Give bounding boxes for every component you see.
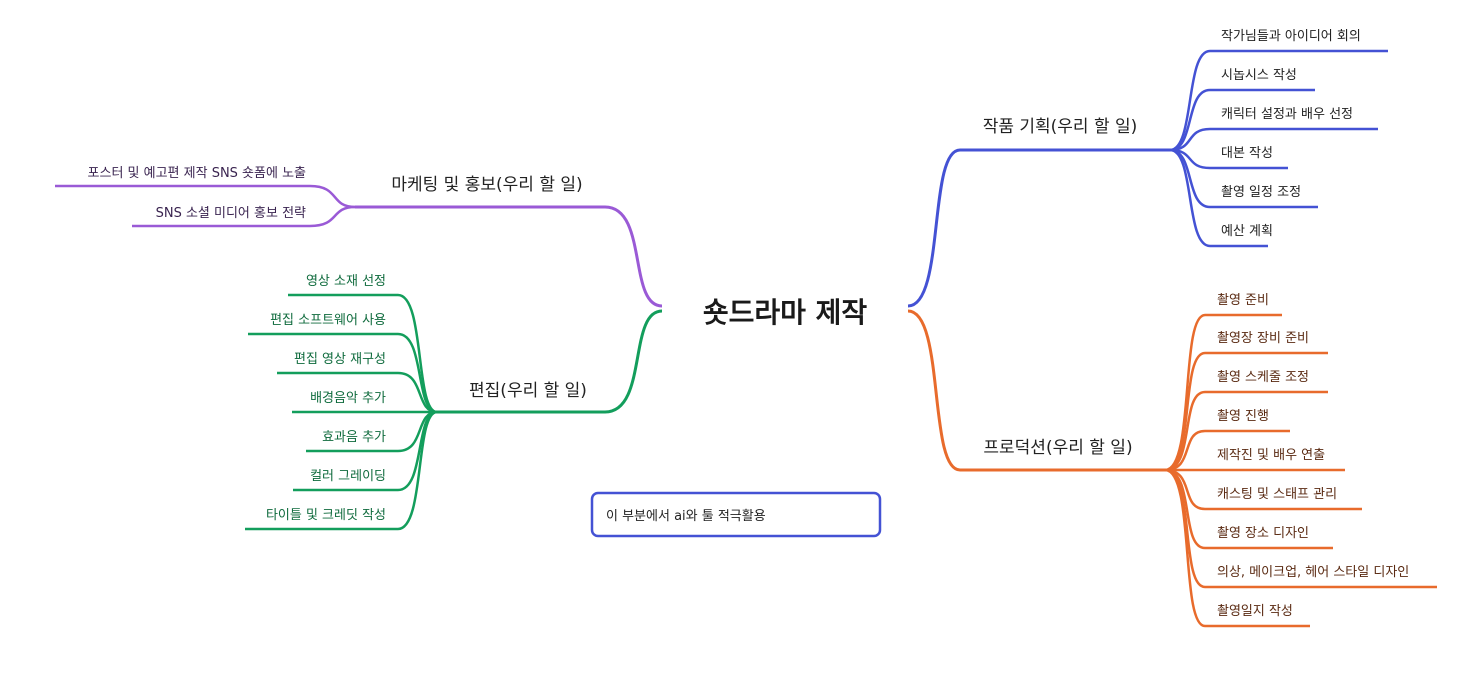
leaf-label[interactable]: 타이틀 및 크레딧 작성 [266, 508, 386, 523]
leaf-connector [1169, 127, 1378, 152]
leaf-label[interactable]: 효과음 추가 [322, 430, 386, 445]
leaf-label[interactable]: 편집 영상 재구성 [294, 352, 386, 367]
leaf-label[interactable]: 촬영 장소 디자인 [1217, 526, 1309, 541]
leaf-connector [1164, 468, 1310, 628]
leaf-label[interactable]: 포스터 및 예고편 제작 SNS 숏폼에 노출 [88, 166, 307, 181]
branch-production: 프로덕션(우리 할 일) 촬영 준비 촬영장 장비 준비 촬영 스케줄 조정 촬… [983, 293, 1437, 628]
leaf-label[interactable]: 캐스팅 및 스태프 관리 [1217, 487, 1337, 502]
production-leaves: 촬영 준비 촬영장 장비 준비 촬영 스케줄 조정 촬영 진행 제작진 및 배우… [1164, 293, 1437, 628]
leaf-label[interactable]: 의상, 메이크업, 헤어 스타일 디자인 [1217, 565, 1409, 580]
leaf-connector [245, 410, 438, 531]
branch-editing: 편집(우리 할 일) 영상 소재 선정 편집 소프트웨어 사용 편집 영상 재구… [245, 274, 587, 531]
leaf-label[interactable]: 편집 소프트웨어 사용 [270, 313, 386, 328]
planning-leaves: 작가님들과 아이디어 회의 시놉시스 작성 캐릭터 설정과 배우 선정 대본 작… [1169, 29, 1388, 248]
leaf-connector [1169, 49, 1388, 152]
leaf-label[interactable]: 캐릭터 설정과 배우 선정 [1221, 107, 1353, 122]
leaf-connector [1164, 429, 1290, 472]
leaf-label[interactable]: 제작진 및 배우 연출 [1217, 448, 1325, 463]
root-topic[interactable]: 숏드라마 제작 [703, 296, 868, 329]
leaf-label[interactable]: 촬영 준비 [1217, 293, 1269, 308]
leaf-label[interactable]: SNS 소셜 미디어 홍보 전략 [156, 206, 306, 221]
leaf-label[interactable]: 배경음악 추가 [310, 391, 386, 406]
branch-label-editing[interactable]: 편집(우리 할 일) [469, 381, 587, 401]
branch-label-production[interactable]: 프로덕션(우리 할 일) [983, 438, 1132, 458]
leaf-connector [1169, 88, 1315, 152]
leaf-connector [55, 184, 356, 209]
leaf-label[interactable]: 영상 소재 선정 [306, 274, 386, 289]
branch-label-marketing[interactable]: 마케팅 및 홍보(우리 할 일) [391, 175, 582, 195]
marketing-leaves: 포스터 및 예고편 제작 SNS 숏폼에 노출 SNS 소셜 미디어 홍보 전략 [55, 166, 356, 228]
leaf-label[interactable]: 촬영 스케줄 조정 [1217, 370, 1309, 385]
leaf-label[interactable]: 촬영장 장비 준비 [1217, 331, 1309, 346]
branch-marketing: 마케팅 및 홍보(우리 할 일) 포스터 및 예고편 제작 SNS 숏폼에 노출… [55, 166, 583, 228]
root-connectors [355, 148, 1170, 472]
leaf-connector [1164, 390, 1328, 472]
leaf-label[interactable]: 촬영 진행 [1217, 408, 1269, 424]
leaf-label[interactable]: 시놉시스 작성 [1221, 68, 1297, 83]
leaf-connector [288, 293, 438, 414]
leaf-label[interactable]: 컬러 그레이딩 [310, 469, 386, 484]
connector-planning [907, 148, 1170, 308]
connector-production [907, 309, 1165, 472]
leaf-label[interactable]: 촬영일지 작성 [1217, 604, 1293, 619]
editing-leaves: 영상 소재 선정 편집 소프트웨어 사용 편집 영상 재구성 배경음악 추가 효… [245, 274, 438, 531]
leaf-connector [248, 332, 438, 414]
leaf-label[interactable]: 작가님들과 아이디어 회의 [1221, 29, 1361, 44]
leaf-label[interactable]: 촬영 일정 조정 [1221, 185, 1301, 200]
branch-planning: 작품 기획(우리 할 일) 작가님들과 아이디어 회의 시놉시스 작성 캐릭터 … [983, 29, 1388, 248]
leaf-label[interactable]: 예산 계획 [1221, 224, 1273, 239]
leaf-connector [132, 205, 356, 228]
note-box-frame [590, 491, 882, 538]
note-text: 이 부분에서 ai와 툴 적극활용 [606, 509, 766, 524]
leaf-connector [1164, 351, 1328, 472]
leaf-connector [1169, 148, 1268, 248]
branch-label-planning[interactable]: 작품 기획(우리 할 일) [983, 117, 1138, 137]
leaf-connector [277, 371, 438, 414]
connector-marketing [355, 205, 663, 308]
connector-editing [437, 309, 663, 414]
leaf-label[interactable]: 대본 작성 [1221, 146, 1273, 161]
note-box[interactable]: 이 부분에서 ai와 툴 적극활용 [590, 491, 882, 538]
